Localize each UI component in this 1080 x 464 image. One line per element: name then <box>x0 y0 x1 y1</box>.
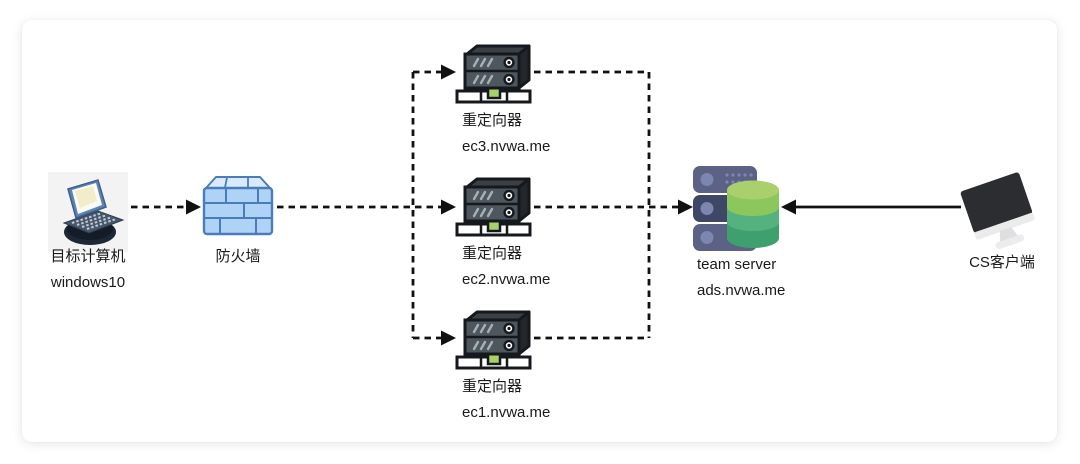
firewall-brick-icon <box>202 176 274 236</box>
redirector-ec1-host: ec1.nvwa.me <box>462 404 551 421</box>
node-team-server <box>693 162 779 254</box>
edge-branch-to-ec1 <box>413 330 456 346</box>
node-cs-client <box>955 168 1045 258</box>
team-server-name: team server <box>697 256 777 273</box>
node-target-computer <box>48 172 128 252</box>
edge-branch-to-ec3 <box>413 64 456 80</box>
edge-target-to-firewall <box>131 199 201 215</box>
redirector-ec1-name: 重定向器 <box>462 378 523 395</box>
rack-server-icon <box>455 177 532 237</box>
redirector-ec2-host: ec2.nvwa.me <box>462 271 551 288</box>
team-server-host: ads.nvwa.me <box>697 282 786 299</box>
target-computer-subtitle: windows10 <box>50 274 126 291</box>
edge-csclient-to-teamserver <box>781 199 961 215</box>
redirector-ec3-host: ec3.nvwa.me <box>462 138 551 155</box>
firewall-name: 防火墙 <box>215 248 261 265</box>
rack-server-icon <box>455 310 532 370</box>
server-database-icon <box>693 166 779 251</box>
edge-ec2-to-teamserver <box>534 199 693 215</box>
rack-server-icon <box>455 44 532 104</box>
target-computer-name: 目标计算机 <box>50 248 126 265</box>
edge-firewall-to-ec2 <box>277 199 456 215</box>
cs-client-name: CS客户端 <box>969 254 1035 271</box>
diagram-card <box>22 20 1057 442</box>
node-redirector-ec3 <box>455 44 533 108</box>
redirector-ec2-name: 重定向器 <box>462 245 523 262</box>
laptop-icon <box>48 172 128 252</box>
node-redirector-ec1 <box>455 310 533 374</box>
desktop-monitor-icon <box>960 172 1035 250</box>
redirector-ec3-name: 重定向器 <box>462 112 523 129</box>
node-redirector-ec2 <box>455 177 533 241</box>
node-firewall <box>200 174 276 240</box>
